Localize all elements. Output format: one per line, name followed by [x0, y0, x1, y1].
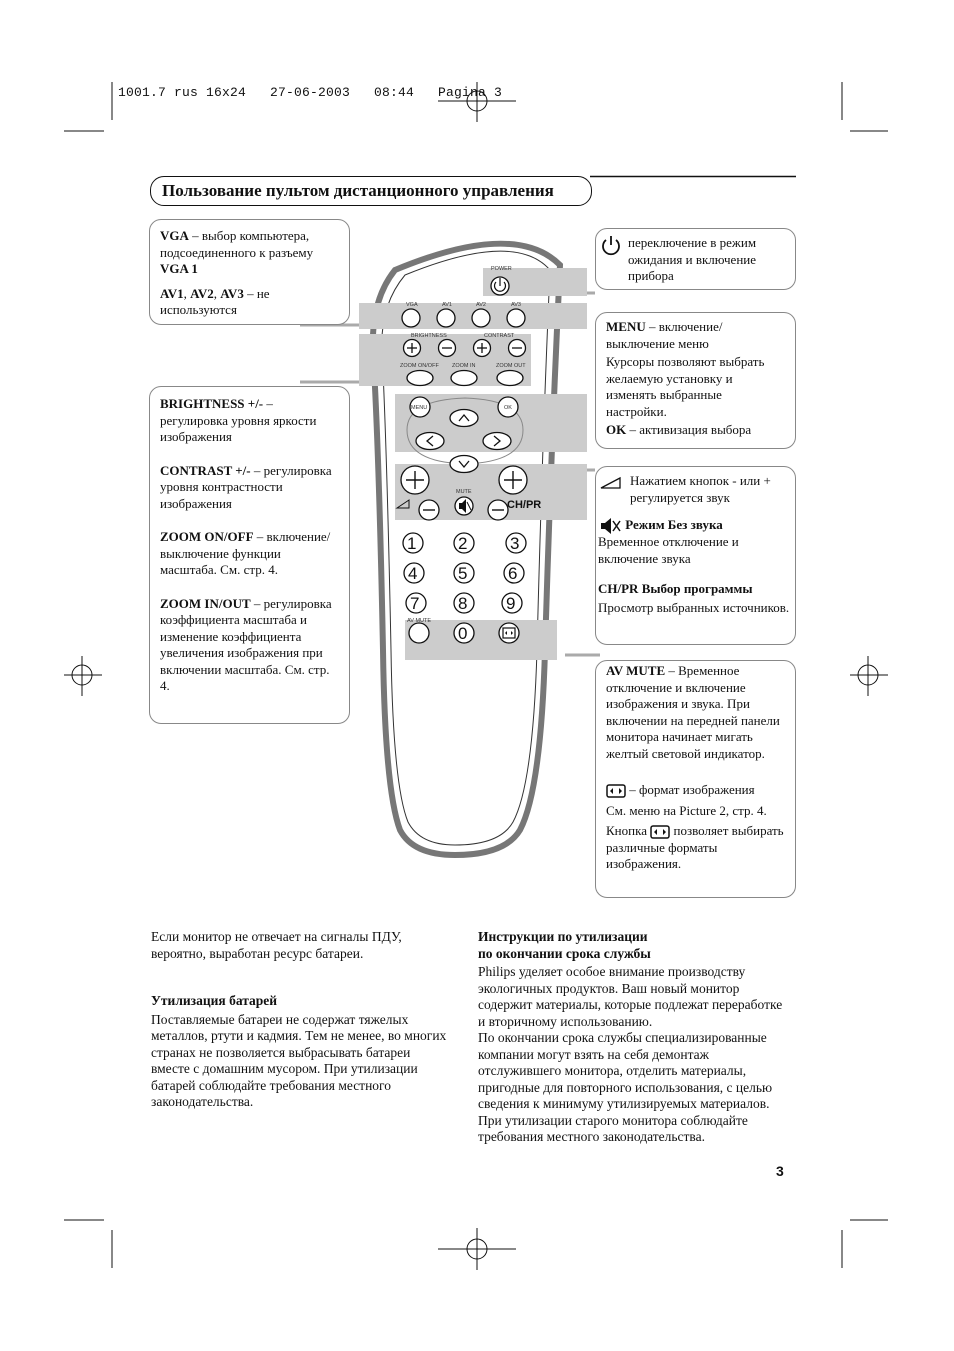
svg-text:4: 4 — [408, 564, 417, 583]
callout-source-buttons: VGA – выбор компьютера, подсоединенного … — [149, 219, 350, 325]
svg-text:9: 9 — [506, 594, 515, 613]
svg-text:BRIGHTNESS: BRIGHTNESS — [411, 333, 447, 339]
svg-text:ZOOM OUT: ZOOM OUT — [496, 363, 526, 369]
svg-text:8: 8 — [458, 594, 467, 613]
volume-icon — [600, 476, 621, 489]
print-slug: 1001.7 rus 16x24 27-06-2003 08:44 Pagina… — [118, 85, 503, 100]
page-title: Пользование пультом дистанционного управ… — [162, 181, 554, 200]
svg-text:3: 3 — [510, 534, 519, 553]
svg-text:CONTRAST: CONTRAST — [484, 333, 515, 339]
svg-text:0: 0 — [458, 624, 467, 643]
svg-text:6: 6 — [508, 564, 517, 583]
title-frame — [150, 176, 592, 206]
page-number: 3 — [776, 1163, 784, 1179]
callout-power: переключение в режим ожидания и включени… — [595, 228, 796, 290]
svg-text:MENU: MENU — [411, 405, 427, 411]
svg-text:AV1: AV1 — [442, 302, 452, 308]
mute-icon — [601, 518, 621, 535]
svg-text:VGA: VGA — [406, 302, 418, 308]
picture-format-icon — [650, 825, 670, 839]
eol-heading-2: по окончании срока службы — [478, 945, 651, 961]
callout-menu: MENU – включение/выключение меню Курсоры… — [595, 312, 796, 449]
eol-paragraph-2: По окончании срока службы специализирова… — [478, 1030, 773, 1111]
vga-label: VGA — [160, 228, 189, 243]
callout-sound: Нажатием кнопок - или + регулируется зву… — [595, 466, 796, 645]
svg-text:ZOOM IN: ZOOM IN — [452, 363, 476, 369]
svg-text:MUTE: MUTE — [456, 489, 472, 495]
eol-paragraph-1: Philips уделяет особое внимание производ… — [478, 964, 783, 1029]
svg-text:ZOOM ON/OFF: ZOOM ON/OFF — [400, 363, 439, 369]
svg-text:1: 1 — [407, 534, 416, 553]
power-icon — [602, 236, 620, 256]
picture-format-icon — [606, 784, 626, 798]
eol-heading-1: Инструкции по утилизации — [478, 929, 648, 944]
title-rule — [590, 175, 796, 178]
battery-note: Если монитор не отвечает на сигналы ПДУ,… — [151, 929, 402, 961]
svg-text:CH/PR: CH/PR — [507, 499, 541, 511]
svg-text:POWER: POWER — [491, 266, 512, 272]
remote-illustration: .lbl { font-family:"Liberation Sans","De… — [300, 240, 600, 859]
svg-text:AV2: AV2 — [476, 302, 486, 308]
battery-column: Если монитор не отвечает на сигналы ПДУ,… — [151, 929, 451, 1111]
svg-text:AV MUTE: AV MUTE — [407, 618, 431, 624]
svg-text:5: 5 — [458, 564, 467, 583]
battery-text: Поставляемые батареи не содержат тяжелых… — [151, 1011, 447, 1110]
eol-column: Инструкции по утилизации по окончании ср… — [478, 929, 790, 1146]
svg-text:2: 2 — [458, 534, 467, 553]
svg-text:OK: OK — [504, 405, 512, 411]
battery-heading: Утилизация батарей — [151, 993, 278, 1008]
callout-av-mute: AV MUTE – Временное отключение и включен… — [595, 660, 796, 898]
eol-paragraph-3: При утилизации старого монитора соблюдай… — [478, 1112, 748, 1145]
callout-picture-buttons: BRIGHTNESS +/- – регулировка уровня ярко… — [149, 386, 350, 724]
svg-text:7: 7 — [410, 594, 419, 613]
svg-text:AV3: AV3 — [511, 302, 521, 308]
